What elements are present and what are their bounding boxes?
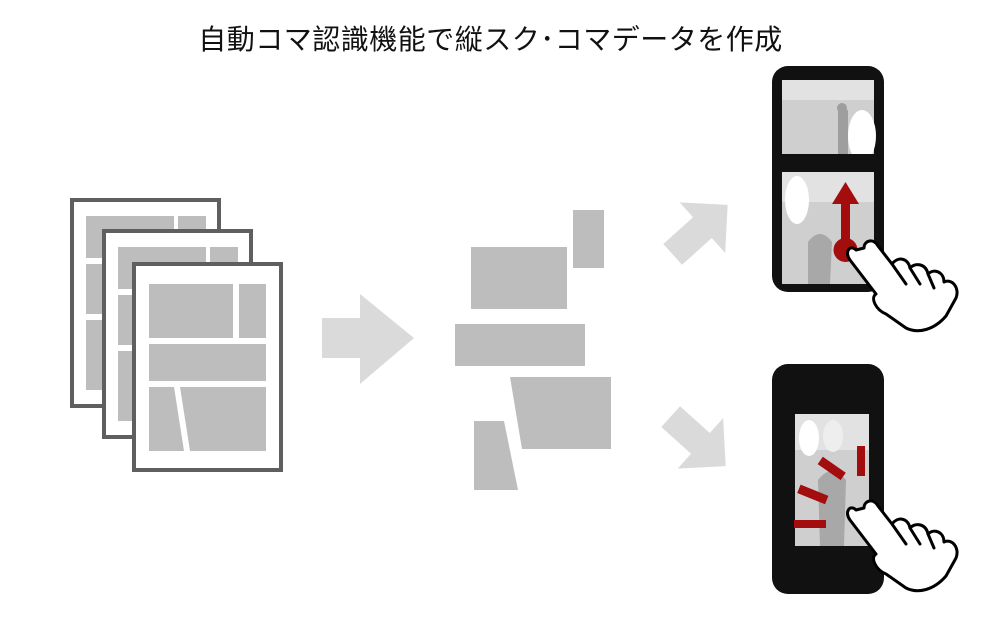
extracted-panel — [573, 210, 604, 268]
extracted-panel — [455, 324, 585, 366]
panel — [180, 387, 266, 451]
motion-lines-icon — [794, 446, 865, 528]
extracted-panel — [474, 421, 518, 490]
panel — [149, 344, 266, 381]
phone-vertical-scroll — [772, 66, 959, 333]
panel — [149, 387, 184, 451]
extracted-panel — [471, 247, 567, 309]
panel — [149, 284, 233, 338]
arrow-down-right-icon — [661, 406, 726, 469]
panel — [239, 284, 266, 338]
phone-panel-view — [772, 364, 959, 594]
extracted-panels — [455, 210, 611, 490]
extracted-panel — [510, 377, 611, 449]
comic-pages-stack — [70, 198, 283, 472]
arrow-right-icon — [322, 294, 414, 384]
page-title: 自動コマ認識機能で縦スク･コマデータを作成 — [198, 23, 783, 56]
arrow-up-right-icon — [663, 202, 728, 265]
comic-page-front — [132, 262, 283, 472]
hand-tap-icon — [846, 499, 959, 593]
hand-pointer-icon — [846, 239, 959, 333]
